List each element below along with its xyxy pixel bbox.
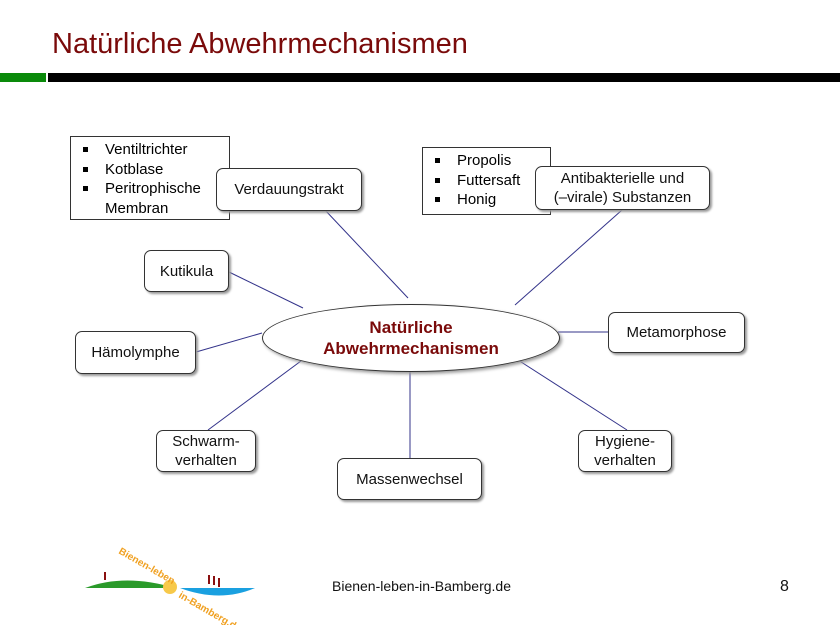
connector (195, 332, 263, 353)
list-verdauung: Ventiltrichter Kotblase Peritrophische M… (70, 136, 230, 220)
connector (514, 209, 623, 306)
node-label: Hygiene-verhalten (594, 433, 656, 469)
page-number: 8 (780, 578, 789, 595)
list-item: Membran (105, 199, 169, 217)
node-haemolymphe: Hämolymphe (75, 331, 196, 374)
node-label: Schwarm-verhalten (172, 433, 240, 469)
list-item: Futtersaft (429, 171, 544, 191)
node-kutikula: Kutikula (144, 250, 229, 292)
list-item: Honig (429, 190, 544, 210)
list-item: Propolis (429, 151, 544, 171)
accent-bar (0, 73, 46, 82)
logo: Bienen-leben in-Bamberg.de (85, 546, 255, 625)
list-substanzen: Propolis Futtersaft Honig (422, 147, 551, 215)
slide-title: Natürliche Abwehrmechanismen (52, 28, 468, 60)
node-hygieneverhalten: Hygiene-verhalten (578, 430, 672, 472)
node-antibakterielle-substanzen: Antibakterielle und(–virale) Substanzen (535, 166, 710, 210)
node-metamorphose: Metamorphose (608, 312, 745, 353)
list-item: Ventiltrichter (77, 140, 223, 160)
node-label: Antibakterielle und(–virale) Substanzen (553, 170, 692, 206)
connector (228, 271, 304, 309)
node-label: Hämolymphe (91, 344, 180, 361)
node-label: Metamorphose (626, 324, 727, 341)
connector (207, 357, 306, 431)
node-verdauungstrakt: Verdauungstrakt (216, 168, 362, 211)
node-label: Verdauungstrakt (234, 181, 344, 198)
node-schwarmverhalten: Schwarm-verhalten (156, 430, 256, 472)
title-divider (48, 73, 840, 82)
list-item: Peritrophische (77, 179, 223, 199)
node-label: Massenwechsel (356, 470, 463, 488)
node-massenwechsel: Massenwechsel (337, 458, 482, 500)
list-item: Kotblase (77, 160, 223, 180)
svg-text:in-Bamberg.de: in-Bamberg.de (177, 590, 244, 625)
connector (517, 359, 628, 431)
node-label: Kutikula (159, 262, 214, 280)
connector (324, 209, 409, 299)
footer-website: Bienen-leben-in-Bamberg.de (332, 578, 511, 594)
